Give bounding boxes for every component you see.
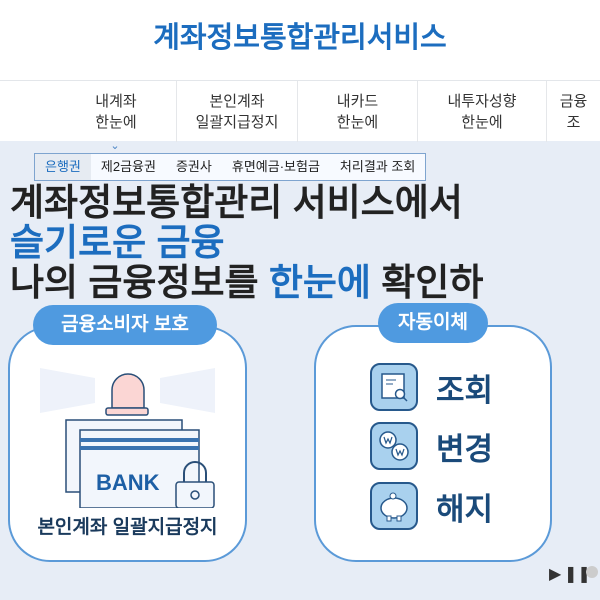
cancel-label: 해지 [436, 491, 494, 527]
header: 계좌정보통합관리서비스 [0, 0, 600, 80]
menu-item-banks[interactable]: 은행권 [35, 154, 91, 180]
nav-label: 금융 [559, 92, 588, 110]
consumer-protection-badge: 금융소비자 보호 [33, 305, 217, 345]
bank-lock-illustration: BANK [40, 368, 215, 508]
auto-transfer-change[interactable]: 변경 [370, 422, 493, 470]
hero-text-highlight: 슬기로운 금융 [10, 222, 225, 263]
nav-label: 내카드 [336, 92, 379, 110]
hero-text-highlight: 한눈에 [268, 262, 371, 303]
document-search-icon [370, 363, 418, 411]
auto-transfer-card[interactable]: 조회 변경 해지 [314, 325, 552, 562]
auto-transfer-badge: 자동이체 [378, 303, 488, 343]
play-button[interactable]: ▶ [549, 566, 562, 583]
pause-button[interactable]: ❚❚ [564, 566, 591, 583]
lock-icon [183, 461, 207, 483]
piggy-bank-icon [370, 482, 418, 530]
nav-label: 내투자성향 [447, 92, 517, 110]
hero-text: 확인하 [370, 262, 484, 303]
auto-transfer-inquiry[interactable]: 조회 [370, 363, 493, 411]
hero-text: 계좌정보통합관리 서비스에서 [10, 182, 463, 223]
siren-icon [111, 373, 145, 409]
nav-dropdown-menu: 은행권 제2금융권 증권사 휴면예금·보험금 처리결과 조회 [34, 153, 427, 181]
menu-item-dormant-deposits[interactable]: 휴면예금·보험금 [231, 159, 320, 174]
nav-label: 본인계좌 [209, 92, 265, 110]
nav-label: 한눈에 [461, 113, 503, 131]
menu-item-result-inquiry[interactable]: 처리결과 조회 [339, 159, 416, 174]
menu-item-securities[interactable]: 증권사 [175, 159, 212, 174]
currency-exchange-icon [370, 422, 418, 470]
consumer-protection-card[interactable]: BANK 본인계좌 일괄지급정지 [8, 326, 247, 562]
bank-text: BANK [96, 470, 160, 495]
auto-transfer-cancel[interactable]: 해지 [370, 482, 493, 530]
menu-item-secondary-finance[interactable]: 제2금융권 [100, 159, 156, 174]
nav-label: 내계좌 [95, 92, 137, 110]
slide-indicator-dot[interactable] [586, 566, 598, 578]
hero-text: 나의 금융정보를 [10, 262, 269, 303]
card-caption: 본인계좌 일괄지급정지 [37, 517, 218, 538]
nav-label: 조 [566, 113, 581, 131]
inquiry-label: 조회 [436, 372, 494, 408]
site-title[interactable]: 계좌정보통합관리서비스 [153, 22, 447, 54]
nav-label: 한눈에 [336, 113, 379, 131]
change-label: 변경 [436, 431, 494, 467]
hero-headline: 계좌정보통합관리 서비스에서 슬기로운 금융 나의 금융정보를 한눈에 확인하 [10, 183, 590, 303]
chevron-down-icon: ⌄ [110, 140, 120, 152]
nav-label: 한눈에 [95, 113, 137, 131]
nav-label: 일괄지급정지 [195, 113, 279, 131]
